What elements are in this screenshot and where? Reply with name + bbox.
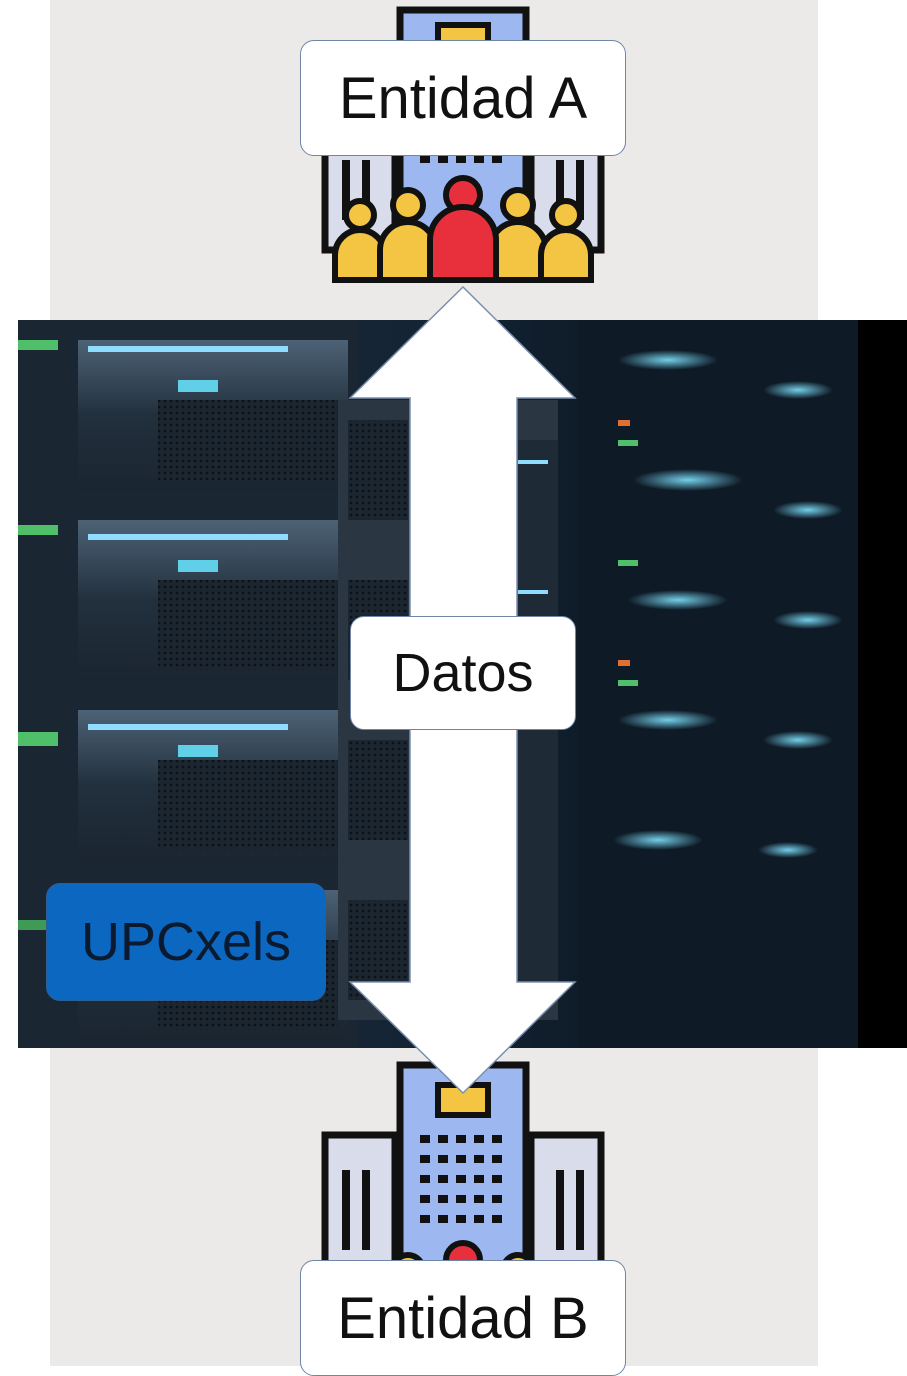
entity-b-label: Entidad B [300, 1260, 626, 1376]
platform-label: UPCxels [46, 883, 326, 1001]
entity-a-label: Entidad A [300, 40, 626, 156]
building-b-icon [320, 1060, 606, 1294]
data-flow-label: Datos [350, 616, 576, 730]
